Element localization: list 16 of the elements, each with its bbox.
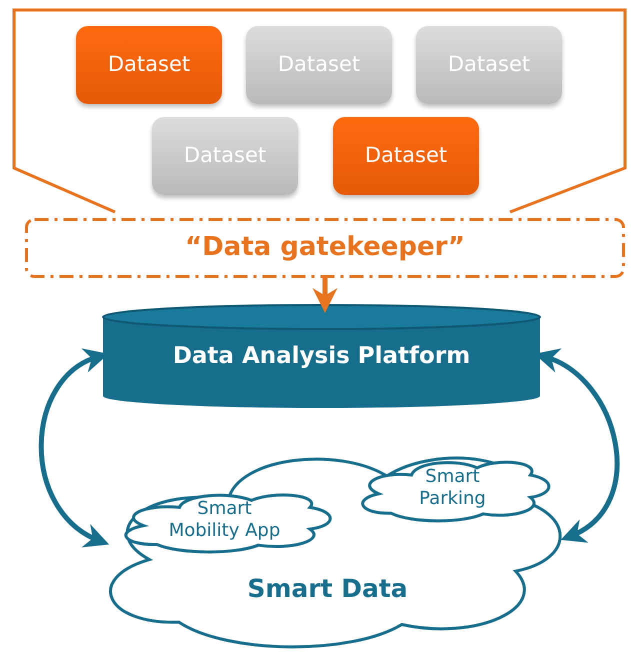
node-label: “Data gatekeeper” (185, 232, 465, 264)
node-label: Data Analysis Platform (172, 342, 470, 370)
arrow (312, 278, 338, 313)
dataset-box (246, 26, 392, 104)
dataset-box (152, 117, 298, 195)
dataset-box (76, 26, 222, 104)
node-label: Dataset (108, 52, 190, 78)
gatekeeper-box (25, 218, 625, 278)
node-label: Smart Mobility App (168, 498, 282, 542)
node-label: Smart Data (247, 574, 408, 604)
database-cylinder (103, 305, 540, 408)
dataset-box (416, 26, 562, 104)
dataset-box (333, 117, 479, 195)
arrow (38, 350, 109, 546)
node-label: Smart Parking (418, 466, 487, 510)
node-label: Dataset (364, 143, 448, 169)
